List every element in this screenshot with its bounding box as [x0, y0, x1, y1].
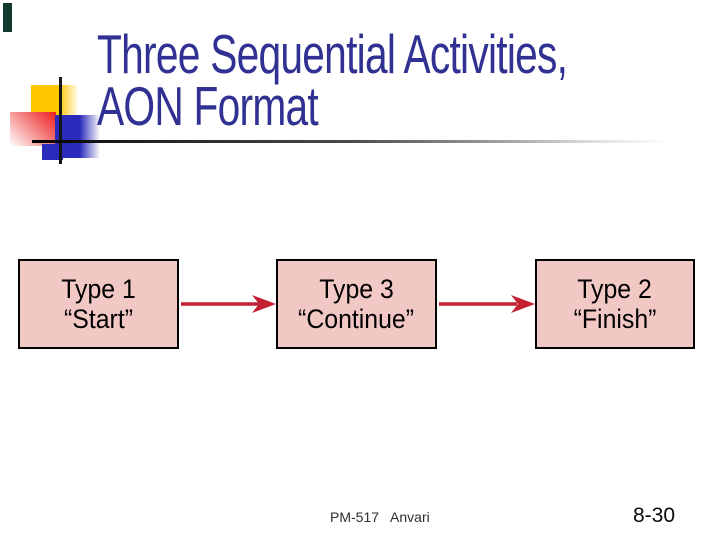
footer-text: PM-517 Anvari [330, 509, 430, 525]
node-type2-finish: Type 2 “Finish” [535, 259, 695, 349]
ornament-blue-small-square [42, 144, 63, 160]
footer-author: Anvari [390, 509, 430, 525]
node-label-line2: “Continue” [298, 304, 415, 334]
title-underline-rule [32, 140, 668, 143]
node-label-line1: Type 3 [319, 274, 394, 304]
slide-title: Three Sequential Activities, AON Format [97, 23, 568, 137]
corner-mark [3, 3, 12, 32]
footer-course-code: PM-517 [330, 509, 380, 525]
slide-page-number: 8-30 [633, 504, 676, 527]
node-label-line1: Type 2 [577, 274, 653, 304]
arrow-start-to-continue [181, 295, 276, 313]
node-label-line2: “Start” [63, 304, 133, 334]
node-type1-start: Type 1 “Start” [18, 259, 179, 349]
slide-title-line1: Three Sequential Activities, [97, 23, 568, 85]
node-label-line2: “Finish” [573, 304, 657, 334]
arrow-continue-to-finish [439, 295, 535, 313]
node-type3-continue: Type 3 “Continue” [276, 259, 437, 349]
node-label-line1: Type 1 [61, 274, 136, 304]
ornament-vertical-rule [59, 77, 62, 164]
slide-title-line2: AON Format [97, 75, 319, 137]
